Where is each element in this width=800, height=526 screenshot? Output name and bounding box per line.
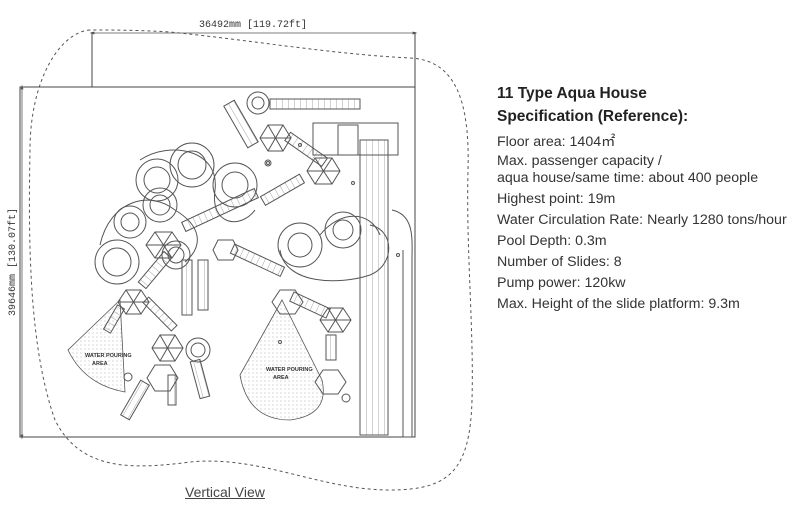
spec-pump-power: Pump power: 120kw xyxy=(497,275,626,291)
view-caption: Vertical View xyxy=(185,484,265,500)
spec-number-of-slides: Number of Slides: 8 xyxy=(497,254,622,270)
specification-panel: 11 Type Aqua House Specification (Refere… xyxy=(497,82,800,315)
width-dimension: 36492mm [119.72ft] xyxy=(89,19,418,35)
height-dimension-label: 39646mm [130.07ft] xyxy=(7,208,19,316)
spec-highest-point: Highest point: 19m xyxy=(497,191,616,207)
spec-title-line2: Specification (Reference): xyxy=(497,108,689,125)
spec-platform-height: Max. Height of the slide platform: 9.3m xyxy=(497,296,740,312)
spec-capacity-line1: Max. passenger capacity / xyxy=(497,153,662,169)
width-dimension-label: 36492mm [119.72ft] xyxy=(199,19,307,31)
site-boundary xyxy=(28,29,473,491)
area-label-center-1: WATER POURING xyxy=(266,367,313,373)
spec-pool-depth: Pool Depth: 0.3m xyxy=(497,233,607,249)
spec-capacity-line2: aqua house/same time: about 400 people xyxy=(497,170,759,186)
spec-floor-area: Floor area: 1404㎡ xyxy=(497,134,616,150)
area-label-left-1: WATER POURING xyxy=(85,353,132,359)
area-label-center-2: AREA xyxy=(273,375,289,381)
height-dimension: 39646mm [130.07ft] xyxy=(7,84,24,440)
slide-structures xyxy=(94,91,413,438)
area-label-left-2: AREA xyxy=(92,361,108,367)
site-frame xyxy=(19,86,416,438)
water-pouring-area-center xyxy=(239,299,324,421)
spec-circulation-rate: Water Circulation Rate: Nearly 1280 tons… xyxy=(497,212,787,228)
spec-title: 11 Type Aqua House Specification (Refere… xyxy=(497,82,800,128)
spec-title-line1: 11 Type Aqua House xyxy=(497,85,647,102)
